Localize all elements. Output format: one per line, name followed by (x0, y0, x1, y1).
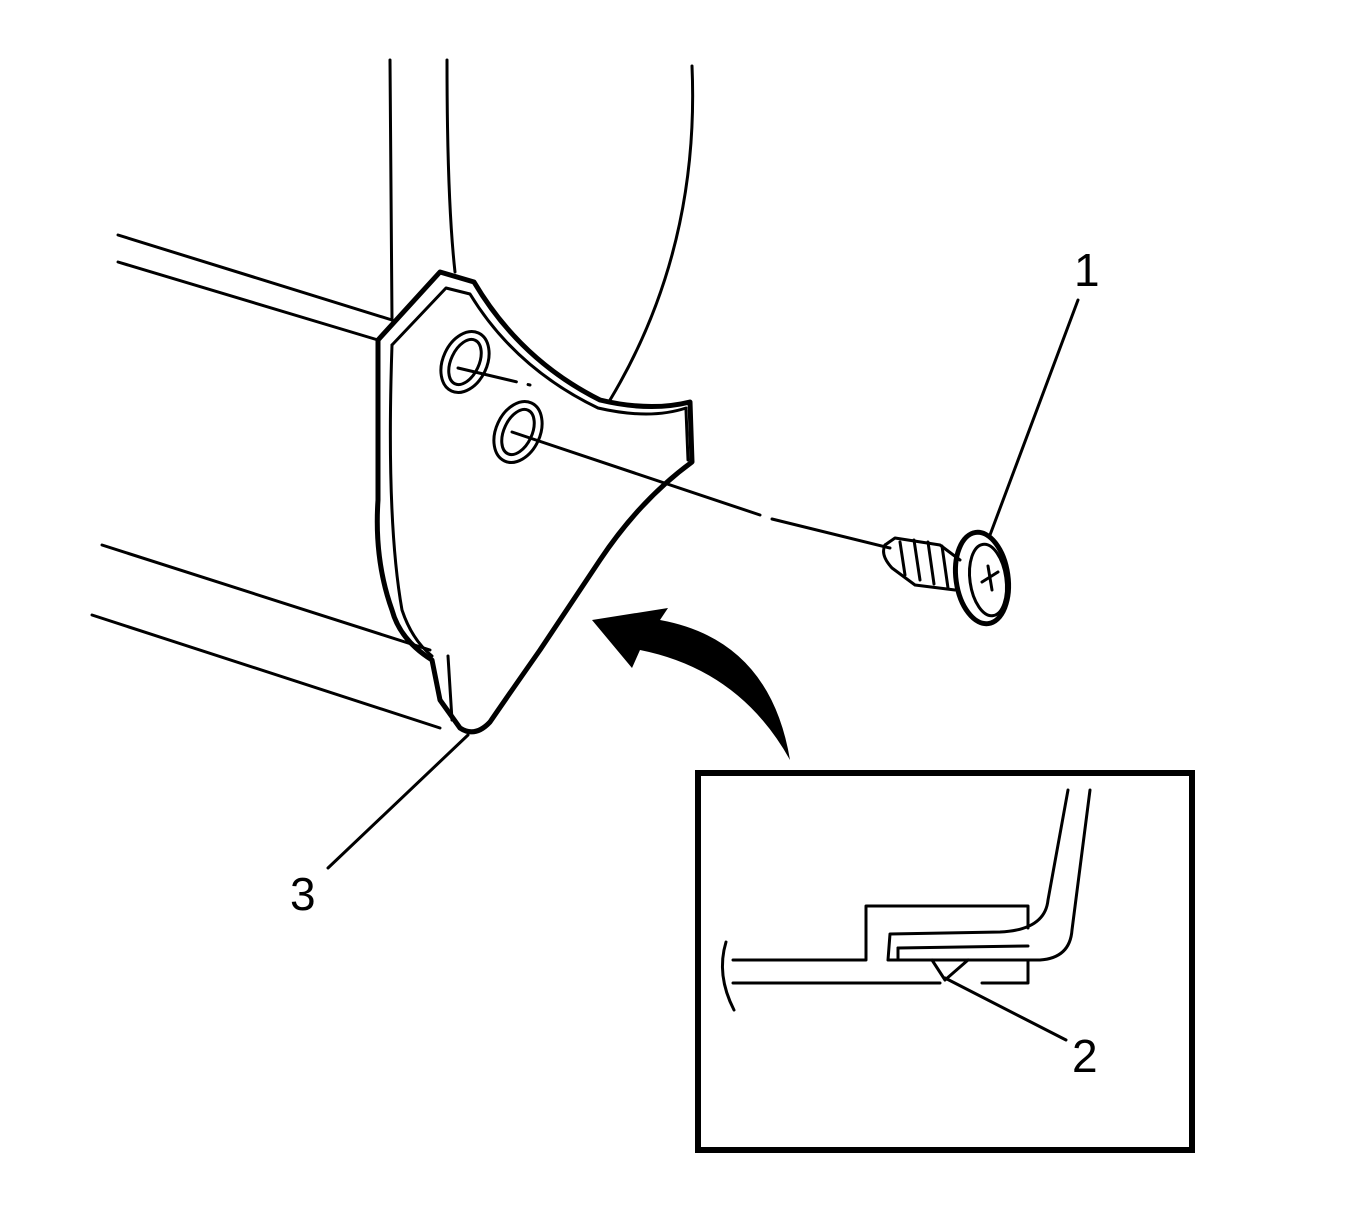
bracket-plate (374, 269, 695, 735)
pillar (388, 58, 695, 402)
screw (882, 529, 1012, 627)
upper-rail (116, 233, 394, 342)
lower-rail (90, 543, 442, 730)
leader-lines (326, 298, 1080, 1042)
detail-inset (695, 770, 1195, 1153)
mounting-holes (439, 330, 544, 464)
callout-3: 3 (290, 868, 316, 920)
alignment-lines (456, 366, 892, 550)
curved-arrow (592, 608, 790, 760)
callout-2: 2 (1072, 1030, 1098, 1082)
callout-1: 1 (1074, 244, 1100, 296)
